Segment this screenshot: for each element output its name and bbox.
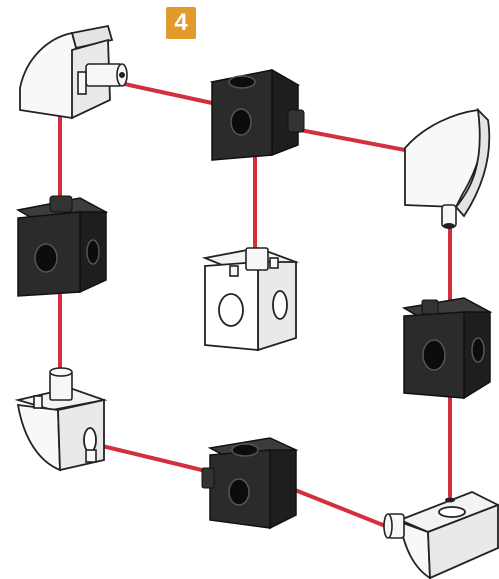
black-block <box>201 437 299 530</box>
black-block <box>401 297 493 400</box>
connector-lines <box>58 81 452 529</box>
step-number-badge: 4 <box>166 7 196 39</box>
white-curved-block <box>14 367 108 472</box>
black-block <box>209 68 305 161</box>
white-curved-block <box>404 107 491 229</box>
connector-line <box>288 486 390 529</box>
white-block <box>201 247 300 352</box>
connector-line <box>118 81 214 105</box>
connector-line <box>298 128 407 152</box>
black-block <box>15 195 109 297</box>
connector-line <box>96 443 212 474</box>
white-curved-block <box>19 24 128 120</box>
white-curved-block <box>383 491 499 579</box>
